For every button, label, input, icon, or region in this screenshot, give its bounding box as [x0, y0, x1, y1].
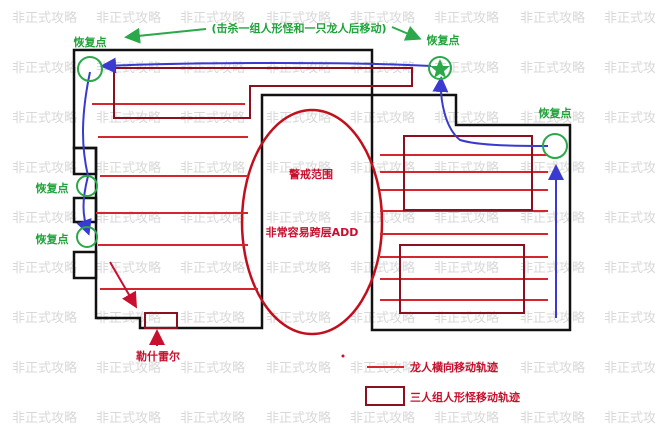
- humanoid-path-box: [399, 244, 525, 314]
- respawn-routes: [76, 57, 564, 318]
- alert-zone-label: 警戒范围: [288, 167, 333, 181]
- watermark-text: 非正式攻略: [434, 160, 499, 176]
- watermark-text: 非正式攻略: [520, 60, 585, 76]
- watermark-text: 非正式攻略: [350, 260, 415, 276]
- watermark-text: 非正式攻略: [434, 10, 499, 26]
- watermark-text: 非正式攻略: [434, 210, 499, 226]
- watermark-text: 非正式攻略: [180, 10, 245, 26]
- watermark-text: 非正式攻略: [520, 110, 585, 126]
- circle-icon: [77, 56, 103, 82]
- alcove-3: [72, 250, 98, 280]
- note-arrow-left: [124, 27, 207, 44]
- watermark-text: 非正式攻略: [350, 410, 415, 426]
- alert-zone: [240, 108, 384, 336]
- dragonkin-paths: [92, 103, 548, 301]
- legend-humanoid-swatch: [365, 386, 405, 406]
- watermark-text: 非正式攻略: [12, 110, 77, 126]
- stray-dot: [341, 354, 345, 358]
- circle-icon: [76, 175, 98, 197]
- circle-icon: [76, 226, 98, 248]
- watermark-text: 非正式攻略: [604, 260, 655, 276]
- watermark-text: 非正式攻略: [604, 360, 655, 376]
- watermark-text: 非正式攻略: [350, 110, 415, 126]
- humanoid-paths: [113, 67, 533, 329]
- watermark-text: 非正式攻略: [12, 210, 77, 226]
- respawn-label: 恢复点: [427, 33, 460, 47]
- legend-humanoid-label: 三人组人形怪移动轨迹: [410, 390, 520, 404]
- watermark-text: 非正式攻略: [96, 160, 161, 176]
- legend: 龙人横向移动轨迹 三人组人形怪移动轨迹: [365, 360, 520, 406]
- watermark-text: 非正式攻略: [604, 110, 655, 126]
- boss-box: [144, 312, 178, 329]
- route-left: [76, 71, 92, 236]
- route-right-up: [432, 76, 549, 147]
- right-hall-wall: [370, 93, 572, 332]
- watermark-text: 非正式攻略: [350, 160, 415, 176]
- watermark-text: 非正式攻略: [520, 260, 585, 276]
- watermark-text: 非正式攻略: [12, 410, 77, 426]
- watermark-text: 非正式攻略: [350, 310, 415, 326]
- watermark-text: 非正式攻略: [96, 10, 161, 26]
- left-hall-wall: [72, 48, 374, 330]
- star-icon: [430, 59, 450, 78]
- watermark-text: 非正式攻略: [266, 410, 331, 426]
- watermark-text: 非正式攻略: [96, 360, 161, 376]
- watermark-text: 非正式攻略: [604, 60, 655, 76]
- note-arrow-right: [391, 25, 422, 41]
- watermark-text: 非正式攻略: [520, 210, 585, 226]
- boss-arrow: [109, 261, 138, 309]
- respawn-markers: [76, 56, 568, 248]
- watermark-text: 非正式攻略: [96, 410, 161, 426]
- respawn-label: 恢复点: [74, 35, 107, 49]
- watermark-text: 非正式攻略: [434, 410, 499, 426]
- watermark-text: 非正式攻略: [520, 310, 585, 326]
- watermark-text: 非正式攻略: [604, 410, 655, 426]
- watermark-text: 非正式攻略: [520, 10, 585, 26]
- watermark-text: 非正式攻略: [520, 410, 585, 426]
- watermark-text: 非正式攻略: [604, 210, 655, 226]
- watermark-text: 非正式攻略: [266, 10, 331, 26]
- top-note: (击杀一组人形怪和一只龙人后移动): [211, 21, 386, 35]
- watermark-text: 非正式攻略: [12, 60, 77, 76]
- watermark-text: 非正式攻略: [434, 360, 499, 376]
- watermark-text: 非正式攻略: [12, 160, 77, 176]
- watermark-text: 非正式攻略: [266, 160, 331, 176]
- watermark-text: 非正式攻略: [266, 360, 331, 376]
- watermark-text: 非正式攻略: [604, 10, 655, 26]
- watermark-text: 非正式攻略: [520, 160, 585, 176]
- watermark-text: 非正式攻略: [350, 10, 415, 26]
- add-warning-label: 非常容易跨层ADD: [266, 225, 359, 239]
- watermark-text: 非正式攻略: [12, 10, 77, 26]
- alcove-1: [72, 146, 98, 176]
- watermark-text: 非正式攻略: [266, 260, 331, 276]
- watermark-text: 非正式攻略: [180, 160, 245, 176]
- watermark-layer: 非正式攻略非正式攻略非正式攻略非正式攻略非正式攻略非正式攻略非正式攻略非正式攻略…: [12, 10, 655, 426]
- circle-icon: [542, 133, 568, 159]
- circle-icon: [428, 56, 452, 80]
- legend-dragonkin-label: 龙人横向移动轨迹: [409, 360, 498, 374]
- watermark-text: 非正式攻略: [96, 260, 161, 276]
- watermark-text: 非正式攻略: [604, 310, 655, 326]
- watermark-text: 非正式攻略: [12, 260, 77, 276]
- humanoid-path-box: [113, 67, 413, 119]
- watermark-text: 非正式攻略: [180, 410, 245, 426]
- route-top: [100, 57, 432, 74]
- watermark-text: 非正式攻略: [520, 360, 585, 376]
- watermark-text: 非正式攻略: [180, 360, 245, 376]
- watermark-text: 非正式攻略: [266, 210, 331, 226]
- respawn-label: 恢复点: [36, 232, 69, 246]
- watermark-text: 非正式攻略: [434, 260, 499, 276]
- respawn-label: 恢复点: [36, 181, 69, 195]
- watermark-text: 非正式攻略: [180, 310, 245, 326]
- respawn-label: 恢复点: [539, 106, 572, 120]
- watermark-text: 非正式攻略: [180, 260, 245, 276]
- watermark-text: 非正式攻略: [434, 110, 499, 126]
- watermark-text: 非正式攻略: [12, 360, 77, 376]
- watermark-text: 非正式攻略: [12, 310, 77, 326]
- watermark-text: 非正式攻略: [604, 160, 655, 176]
- humanoid-path-box: [403, 135, 533, 211]
- boss-label: 勒什雷尔: [136, 349, 180, 363]
